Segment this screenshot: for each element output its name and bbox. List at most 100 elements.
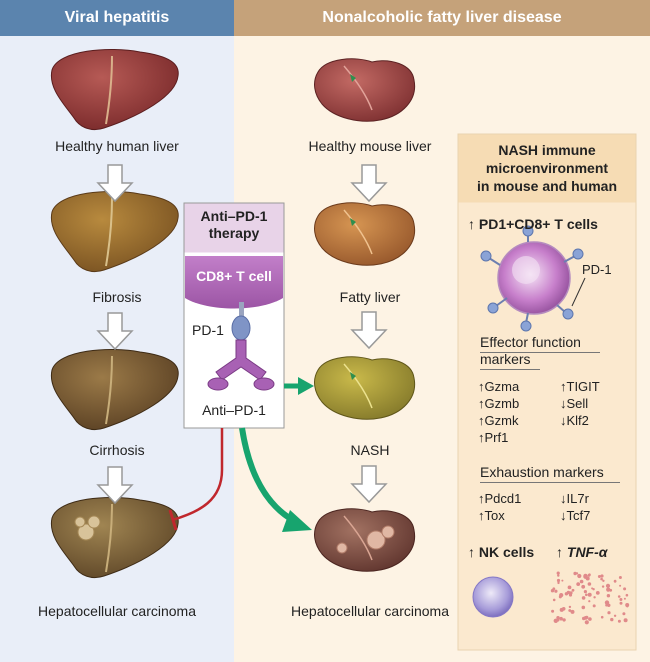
- cd8-heading-text: PD1+CD8+ T cells: [478, 216, 598, 232]
- up-arrow-icon: ↑: [468, 544, 475, 560]
- sidebar-panel: [457, 133, 637, 651]
- effector-marker: ↑TIGIT: [560, 379, 600, 394]
- stage-label-healthy-mouse: Healthy mouse liver: [308, 138, 432, 154]
- tnf-dot: [592, 604, 596, 608]
- nk-cell-image: [472, 576, 514, 618]
- tnf-dot: [587, 582, 592, 586]
- tnf-dot: [556, 618, 560, 622]
- tnf-dot: [617, 595, 621, 598]
- exhaustion-title: Exhaustion markers: [480, 464, 604, 480]
- tnf-dot: [613, 579, 617, 583]
- tnf-dot: [600, 615, 604, 619]
- tnf-dot: [587, 573, 591, 577]
- tnf-dot: [551, 609, 555, 613]
- tnf-dot: [577, 573, 582, 579]
- tnf-heading: ↑ TNF-α: [556, 544, 607, 560]
- exhaustion-divider: [480, 482, 620, 483]
- effector-right-list: ↑TIGIT ↓Sell ↓Klf2: [560, 378, 600, 429]
- up-arrow-icon: ↑: [556, 544, 563, 560]
- tnf-dot: [626, 605, 629, 608]
- tnf-dot: [556, 571, 560, 575]
- sidebar-title: NASH immune microenvironment in mouse an…: [458, 141, 636, 195]
- stage-label-cirrhosis: Cirrhosis: [89, 442, 145, 458]
- healthy-mouse-liver-image: [314, 58, 416, 122]
- exhaustion-marker: ↓IL7r: [560, 491, 589, 506]
- hcc-mouse-liver-image: [314, 508, 416, 572]
- tnf-dot: [604, 600, 610, 605]
- effector-marker: ↓Klf2: [560, 413, 589, 428]
- effector-marker: ↓Sell: [560, 396, 589, 411]
- tnf-dot: [556, 578, 561, 583]
- exhaustion-right-list: ↓IL7r ↓Tcf7: [560, 490, 590, 524]
- effector-title-line2: markers: [480, 351, 531, 367]
- tnf-dot: [619, 598, 623, 601]
- tnf-dot: [558, 595, 562, 599]
- tnf-dot: [588, 600, 591, 603]
- tnf-dot: [579, 579, 584, 584]
- tnf-dot: [559, 616, 563, 621]
- exhaustion-marker: ↑Tox: [478, 508, 505, 523]
- tnf-dot: [583, 573, 588, 579]
- cd8-t-cell-label: CD8+ T cell: [196, 268, 272, 284]
- tnf-dot: [600, 577, 603, 581]
- tnf-dot: [595, 591, 600, 595]
- tnf-dot: [571, 588, 575, 592]
- stage-label-fibrosis: Fibrosis: [92, 289, 142, 305]
- hcc-human-liver-image: [50, 496, 179, 579]
- stage-label-hcc-human: Hepatocellular carcinoma: [38, 603, 196, 619]
- stage-label-fatty-liver: Fatty liver: [339, 289, 401, 305]
- pd1-callout-label: PD-1: [582, 262, 612, 277]
- tnf-dot: [607, 611, 611, 615]
- therapy-title-line1: Anti–PD-1: [200, 208, 268, 224]
- tnf-dot: [576, 572, 579, 575]
- tnf-dot: [561, 579, 564, 582]
- tnf-dot: [588, 617, 592, 621]
- nash-liver-image: [314, 356, 416, 420]
- tnf-dot: [622, 612, 626, 616]
- tnf-dot: [562, 618, 566, 622]
- inhibition-line: [171, 428, 224, 522]
- sidebar-title-line3: in mouse and human: [476, 178, 617, 194]
- tnf-alpha-dots: [550, 571, 630, 625]
- tnf-dot: [569, 591, 573, 595]
- cd8-heading: ↑ PD1+CD8+ T cells: [468, 216, 598, 232]
- stage-label-healthy-human: Healthy human liver: [55, 138, 179, 154]
- tnf-dot: [602, 579, 605, 582]
- cd8-t-cell-membrane: [185, 256, 283, 309]
- tnf-dot: [606, 587, 611, 592]
- tnf-dot: [623, 597, 626, 600]
- fibrosis-liver-image: [50, 190, 179, 273]
- anti-pd1-antibody: [207, 339, 275, 391]
- fatty-liver-image: [314, 202, 416, 266]
- tnf-dot: [601, 585, 605, 588]
- sidebar-title-line1: NASH immune: [498, 142, 596, 158]
- effector-left-list: ↑Gzma ↑Gzmb ↑Gzmk ↑Prf1: [478, 378, 519, 446]
- tnf-heading-text: TNF-α: [566, 544, 608, 560]
- effector-title-line1: Effector function: [480, 334, 581, 350]
- exhaustion-left-list: ↑Pdcd1 ↑Tox: [478, 490, 521, 524]
- anti-pd1-label: Anti–PD-1: [202, 402, 266, 418]
- tnf-dot: [587, 592, 592, 597]
- tnf-dot: [619, 601, 623, 605]
- tnf-dot: [600, 574, 604, 578]
- tnf-dot: [610, 617, 614, 622]
- tnf-dot: [593, 596, 596, 599]
- tnf-dot: [557, 581, 560, 585]
- exhaustion-marker: ↑Pdcd1: [478, 491, 522, 506]
- effector-divider: [480, 352, 600, 353]
- effector-marker: ↑Prf1: [478, 430, 509, 445]
- tnf-dot: [582, 616, 586, 621]
- therapy-title: Anti–PD-1 therapy: [184, 208, 284, 242]
- healthy-human-liver-image: [50, 48, 179, 131]
- effector-marker: ↑Gzmb: [478, 396, 520, 411]
- sidebar-title-line2: microenvironment: [485, 160, 609, 176]
- tnf-dot: [618, 576, 622, 579]
- tnf-dot: [606, 594, 611, 598]
- nafld-header: Nonalcoholic fatty liver disease: [234, 0, 650, 36]
- tnf-dot: [623, 587, 627, 591]
- tnf-dot: [550, 589, 555, 593]
- effector-marker: ↑Gzmk: [478, 413, 519, 428]
- pd1-receptors-on-cell: [480, 225, 584, 332]
- tnf-dot: [625, 593, 629, 597]
